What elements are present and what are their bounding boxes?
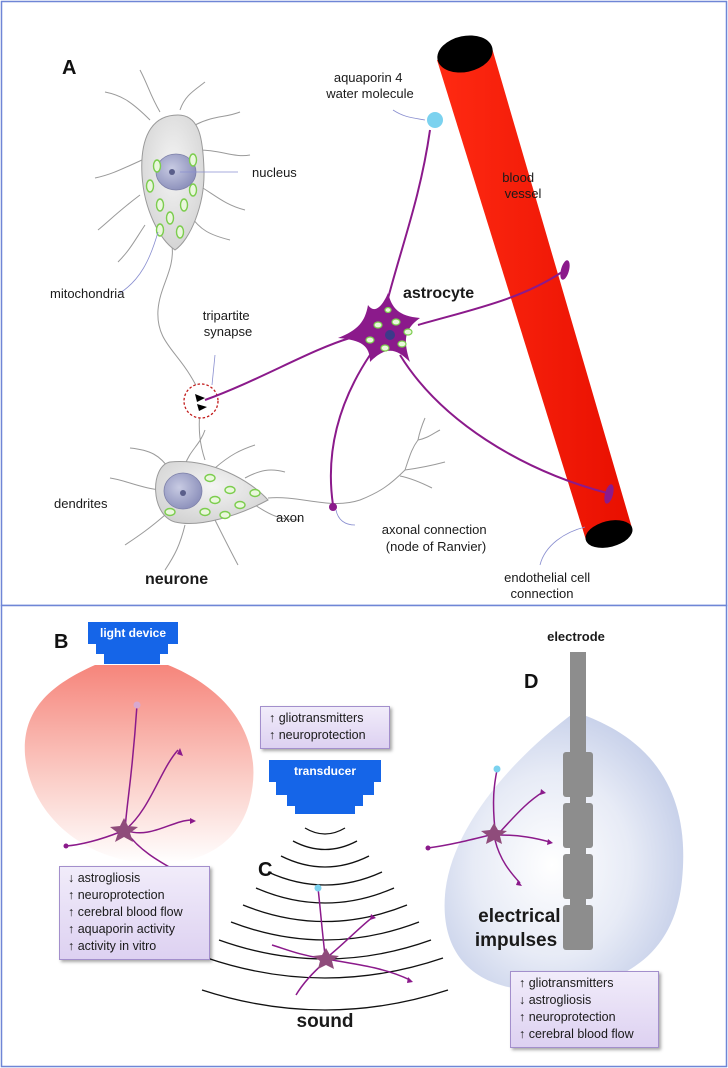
light-effect-item: ↑ aquaporin activity (68, 922, 176, 936)
electric-field (444, 712, 684, 991)
electrical-effects-box: ↑ gliotransmitters ↓ astrogliosis ↑ neur… (510, 971, 659, 1048)
astrocyte-nucleus (385, 330, 395, 340)
leader-lines (119, 109, 586, 566)
electrical-stimulus-label: electrical impulses (475, 906, 566, 951)
electrode (563, 652, 593, 950)
vessel-bottom-opening (585, 520, 633, 548)
endothelial-connection-label: endothelial cell connection (504, 570, 594, 601)
astrocyte-mitochondria (365, 306, 413, 352)
astrocyte-processes (204, 129, 608, 506)
light-device: light device (88, 622, 178, 664)
upper-neurone (94, 69, 251, 461)
panel-a-letter: A (62, 57, 76, 79)
sound-astrocyte (271, 884, 413, 996)
panel-d-letter: D (524, 671, 538, 693)
sound-effects-box: ↑ gliotransmitters ↑ neuroprotection (260, 706, 390, 749)
light-beam (24, 665, 254, 864)
neurone-label: neurone (145, 571, 208, 588)
tripartite-synapse-marker (183, 383, 219, 419)
sound-effect-item: ↑ gliotransmitters (269, 711, 364, 725)
electrical-effect-item: ↑ cerebral blood flow (519, 1027, 634, 1041)
tripartite-synapse-label: tripartite synapse (203, 308, 254, 339)
light-effect-item: ↑ cerebral blood flow (68, 905, 183, 919)
vessel-endfoot-lower (604, 484, 614, 504)
sound-effect-item: ↑ neuroprotection (269, 728, 366, 742)
electrical-effect-item: ↑ gliotransmitters (519, 976, 614, 990)
transducer: transducer (269, 760, 381, 814)
lower-mitochondria (164, 473, 261, 520)
light-device-label: light device (100, 626, 166, 640)
lower-nucleolus (180, 490, 186, 496)
transducer-label: transducer (294, 764, 356, 778)
dendrites-label: dendrites (54, 496, 108, 511)
light-effect-item: ↑ activity in vitro (68, 939, 157, 953)
vessel-top-opening (437, 35, 493, 73)
light-effects-box: ↓ astrogliosis ↑ neuroprotection ↑ cereb… (59, 866, 210, 960)
upper-nucleolus (169, 169, 175, 175)
nucleus-label: nucleus (252, 165, 297, 180)
blood-vessel-label: blood vessel (502, 170, 541, 201)
astrocyte-label: astrocyte (403, 285, 474, 302)
light-effect-item: ↓ astrogliosis (68, 871, 141, 885)
vessel-endfoot-upper (560, 260, 570, 280)
sound-stimulus-label: sound (297, 1011, 354, 1032)
electrical-effect-item: ↓ astrogliosis (519, 993, 592, 1007)
panel-b-letter: B (54, 631, 68, 653)
light-effect-item: ↑ neuroprotection (68, 888, 165, 902)
panel-c-letter: C (258, 859, 272, 881)
mitochondria-label: mitochondria (50, 286, 125, 301)
axonal-connection-label: axonal connection (node of Ranvier) (382, 522, 490, 554)
node-of-ranvier-endfoot (329, 503, 337, 511)
aquaporin-4-molecule (427, 112, 443, 128)
axon-label: axon (276, 510, 304, 525)
aquaporin-label: aquaporin 4 water molecule (325, 70, 413, 101)
electrode-label: electrode (547, 629, 605, 644)
blood-vessel (437, 35, 633, 548)
upper-mitochondria (145, 153, 198, 239)
electrical-effect-item: ↑ neuroprotection (519, 1010, 616, 1024)
electrical-astrocyte (425, 765, 553, 886)
